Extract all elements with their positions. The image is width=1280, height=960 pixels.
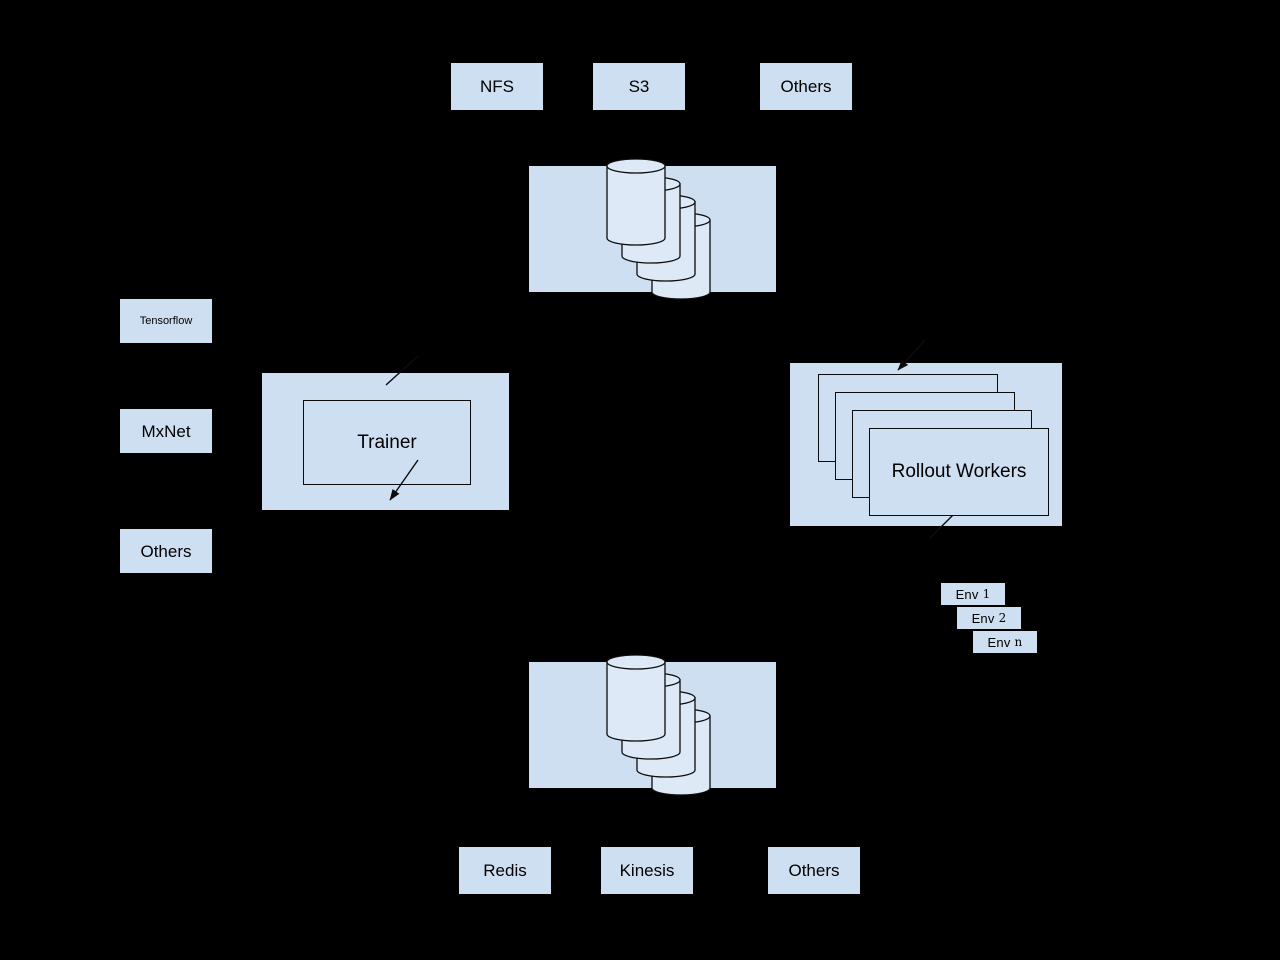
- framework-others[interactable]: Others: [120, 529, 212, 573]
- env-index: 1: [982, 587, 991, 601]
- data-store-panel: [529, 654, 776, 796]
- env-index: 2: [998, 611, 1007, 625]
- rollout-workers-panel: Rollout Workers: [790, 363, 1062, 526]
- trainer-box[interactable]: Trainer: [303, 400, 471, 485]
- storage-backend-s3[interactable]: S3: [593, 63, 685, 110]
- stream-backend-others[interactable]: Others: [768, 847, 860, 894]
- rollout-worker-card-front[interactable]: Rollout Workers: [869, 428, 1049, 516]
- env-label: Env: [971, 610, 995, 626]
- env-label: Env: [987, 634, 1011, 650]
- env-index: n: [1014, 635, 1023, 649]
- storage-backend-others[interactable]: Others: [760, 63, 852, 110]
- env-label: Env: [955, 586, 979, 602]
- model-store-panel: [529, 158, 776, 300]
- model-store-cylinders: [605, 157, 712, 306]
- stream-backend-redis[interactable]: Redis: [459, 847, 551, 894]
- stream-backend-kinesis[interactable]: Kinesis: [601, 847, 693, 894]
- framework-mxnet[interactable]: MxNet: [120, 409, 212, 453]
- framework-tensorflow[interactable]: Tensorflow: [120, 299, 212, 343]
- data-store-cylinders: [605, 653, 712, 802]
- storage-backend-nfs[interactable]: NFS: [451, 63, 543, 110]
